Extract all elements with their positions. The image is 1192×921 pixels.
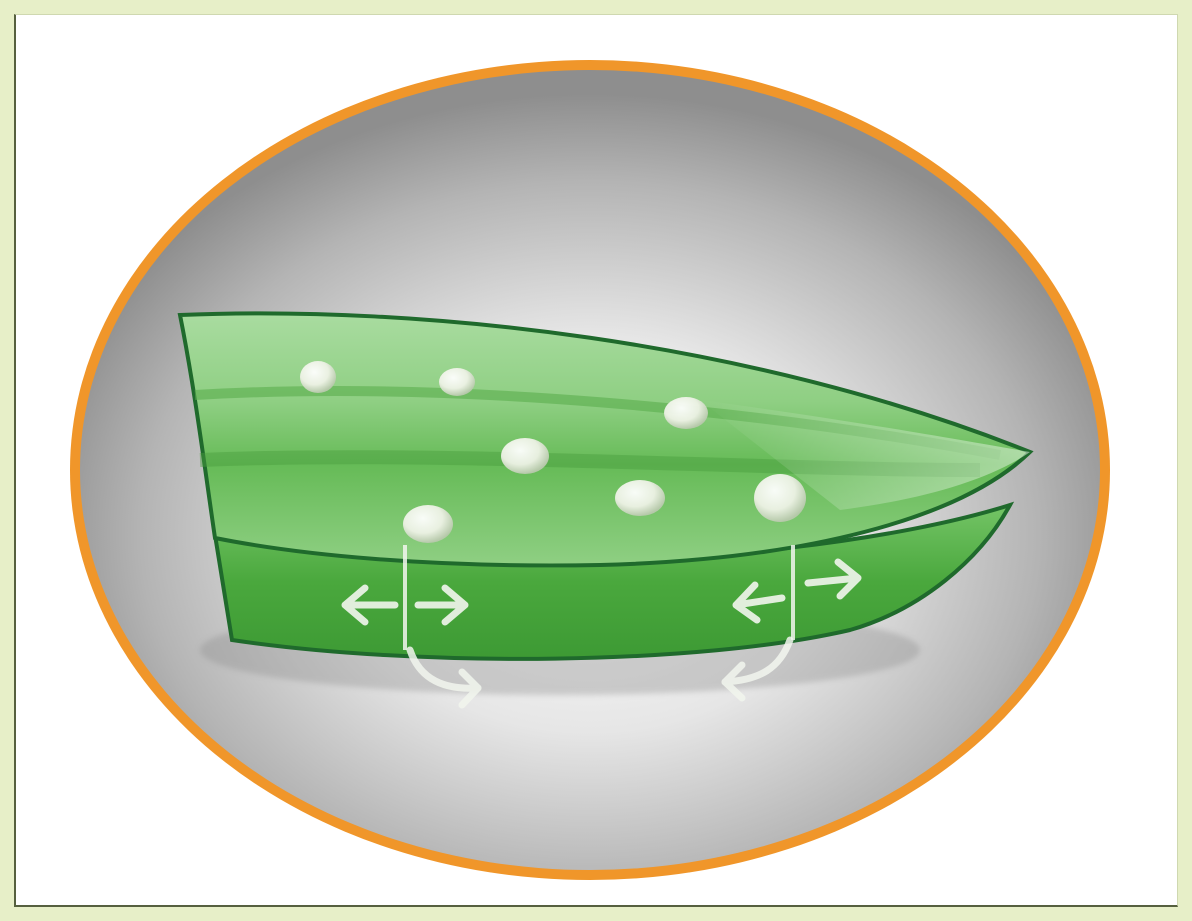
water-droplet-icon xyxy=(501,438,549,474)
water-droplet-icon xyxy=(300,361,336,393)
water-droplet-icon xyxy=(754,474,806,522)
water-droplet-icon xyxy=(664,397,708,429)
water-droplet-icon xyxy=(439,368,475,396)
water-droplet-icon xyxy=(403,505,453,543)
water-droplet-icon xyxy=(615,480,665,516)
